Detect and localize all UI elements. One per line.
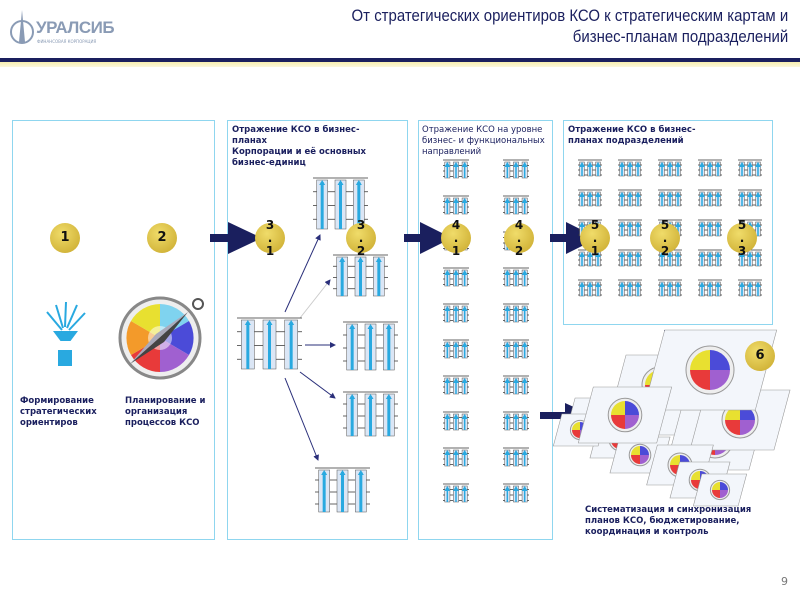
label-systematization: Систематизация и синхронизация планов КС… (585, 505, 752, 537)
compass-icon (118, 296, 204, 380)
step-2-marker: 2 (147, 223, 177, 253)
lighthouse-icon (46, 301, 86, 366)
plan-form-icon (698, 159, 722, 177)
box-corporate-plans (227, 120, 408, 540)
box-unit-plans (563, 120, 773, 325)
step-5-1-marker: 5 . 1 (580, 218, 610, 257)
step-5-3-marker: 5 . 3 (727, 218, 757, 257)
plan-form-icon (443, 411, 469, 431)
header-rule (0, 58, 800, 62)
plan-form-icon (333, 254, 388, 297)
plan-form-icon (738, 249, 762, 267)
plan-form-icon (503, 483, 529, 503)
plan-form-icon (658, 249, 682, 267)
plan-form-icon (618, 219, 642, 237)
plan-form-icon (315, 467, 370, 513)
plan-form-icon (503, 195, 529, 215)
step-4-1-marker: 4 . 1 (441, 218, 471, 257)
plan-form-icon (738, 159, 762, 177)
plan-form-icon (578, 159, 602, 177)
plan-form-icon (503, 375, 529, 395)
plan-form-icon (503, 267, 529, 287)
step-5-2-marker: 5 . 2 (650, 218, 680, 257)
plan-form-icon (443, 483, 469, 503)
plan-form-icon (698, 219, 722, 237)
plan-form-icon (578, 279, 602, 297)
box-strategy (12, 120, 215, 540)
plan-form-icon (658, 189, 682, 207)
box4-title: Отражение КСО в бизнес-планах подразделе… (568, 125, 696, 146)
step-4-2-marker: 4 . 2 (504, 218, 534, 257)
plan-form-icon (443, 303, 469, 323)
header-band (0, 62, 800, 67)
synchronized-plans-icon (552, 329, 791, 507)
plan-form-icon (698, 279, 722, 297)
plan-form-icon (503, 411, 529, 431)
label-strategic-orientations: Формирование стратегических ориентиров (20, 396, 97, 428)
plan-form-icon (658, 159, 682, 177)
uralsib-logo: УРАЛСИБ ФИНАНСОВАЯ КОРПОРАЦИЯ (10, 8, 115, 52)
step-6-marker: 6 (745, 341, 775, 371)
plan-form-icon (443, 195, 469, 215)
label-process-planning: Планирование и организация процессов КСО (125, 396, 206, 428)
plan-form-icon (698, 189, 722, 207)
box3-title: Отражение КСО на уровне бизнес- и функци… (422, 125, 545, 157)
plan-compass-icon (692, 473, 748, 507)
box-functional-plans (418, 120, 553, 540)
plan-form-icon (578, 249, 602, 267)
plan-form-icon (578, 189, 602, 207)
logo-emblem-icon (10, 10, 34, 44)
step-3-2-marker: 3 . 2 (346, 218, 376, 257)
plan-form-icon (237, 317, 302, 370)
plan-compass-icon (577, 386, 673, 444)
plan-form-icon (503, 303, 529, 323)
plan-form-icon (698, 249, 722, 267)
plan-form-icon (618, 249, 642, 267)
plan-form-icon (738, 279, 762, 297)
plan-form-icon (443, 339, 469, 359)
plan-form-icon (443, 375, 469, 395)
plan-form-icon (658, 279, 682, 297)
flow-arrow-1 (210, 234, 230, 242)
step-3-1-marker: 3 . 1 (255, 218, 285, 257)
plan-form-icon (443, 159, 469, 179)
plan-compass-icon (642, 329, 778, 411)
plan-form-icon (503, 447, 529, 467)
plan-form-icon (343, 321, 398, 371)
plan-form-icon (443, 267, 469, 287)
plan-form-icon (618, 279, 642, 297)
page-title: От стратегических ориентиров КСО к страт… (351, 6, 788, 46)
plan-form-icon (443, 447, 469, 467)
step-1-marker: 1 (50, 223, 80, 253)
plan-form-icon (738, 189, 762, 207)
plan-form-icon (503, 159, 529, 179)
plan-form-icon (503, 339, 529, 359)
page-number: 9 (781, 575, 788, 588)
plan-form-icon (618, 189, 642, 207)
plan-form-icon (343, 391, 398, 437)
plan-form-icon (618, 159, 642, 177)
